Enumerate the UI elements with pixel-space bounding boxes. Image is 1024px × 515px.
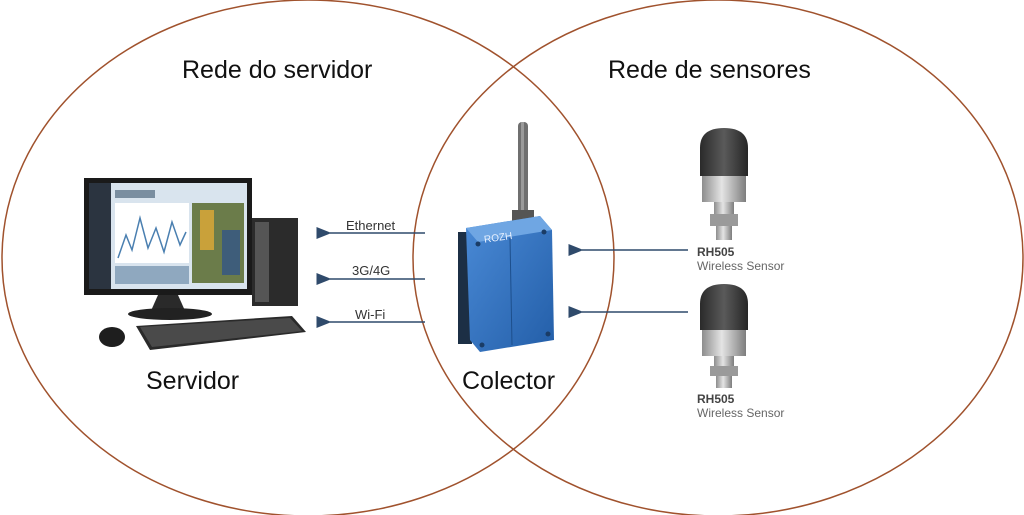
sensor-network-circle xyxy=(412,0,1024,515)
server-computer-icon xyxy=(84,178,306,350)
collector-label: Colector xyxy=(462,367,556,395)
sensor-icon-2 xyxy=(700,284,748,388)
ethernet-label: Ethernet xyxy=(346,218,396,233)
server-label: Servidor xyxy=(146,367,240,395)
sensor-icon-1 xyxy=(700,128,748,240)
server-network-title: Rede do servidor xyxy=(182,56,373,84)
sensor-2-description: Wireless Sensor xyxy=(697,406,785,420)
sensor-1-model: RH505 xyxy=(697,245,735,259)
sensor-1-description: Wireless Sensor xyxy=(697,259,785,273)
collector-device-icon xyxy=(458,122,554,352)
server-network-circle xyxy=(1,0,615,515)
sensor-network-title: Rede de sensores xyxy=(608,56,811,84)
sensor-2-model: RH505 xyxy=(697,392,735,406)
wifi-label: Wi-Fi xyxy=(355,307,386,322)
cellular-label: 3G/4G xyxy=(352,263,391,278)
